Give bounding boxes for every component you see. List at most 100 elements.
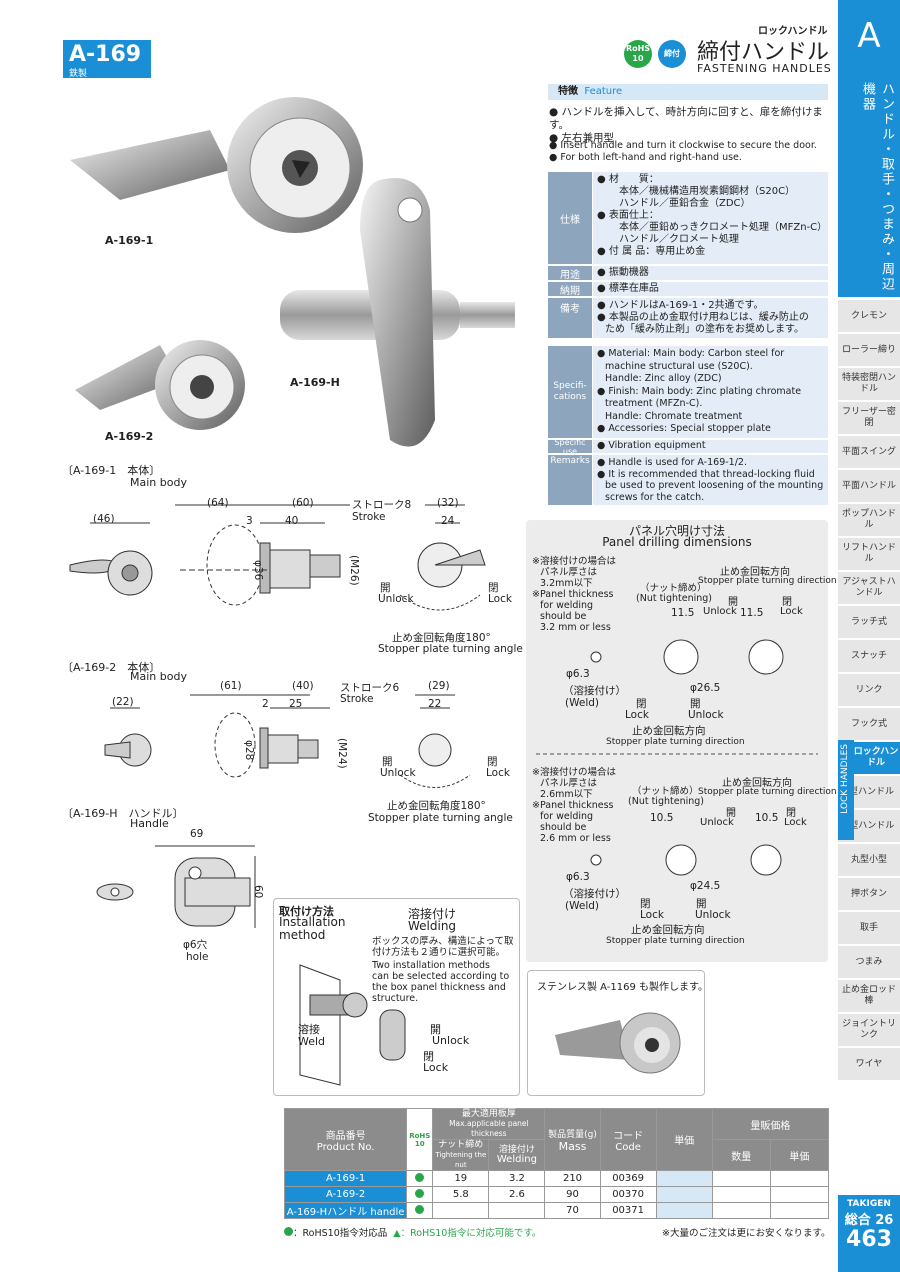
table-cell: A-169-1 [283,1170,408,1187]
s1-weld-en: (Weld) [565,697,600,709]
delivery-value-jp: ● 標準在庫品 [593,282,828,296]
sidebar-item-18[interactable]: 取手 [838,912,900,946]
d2-close-jp: 閉 [487,756,498,768]
product-code: A-169 [69,42,142,67]
s1-open-jp: 開 [728,597,738,608]
drawing-h-title-en: Handle [130,817,169,830]
drawing2-svg [104,694,471,788]
s2-open-jp: 開 [726,808,736,819]
table-cell [406,1186,434,1203]
page-title: 締付ハンドル [697,40,830,65]
sidebar-item-17[interactable]: 押ボタン [838,878,900,912]
remarks-label-jp: 備考 [548,298,592,338]
d2-close-en: Lock [486,767,510,779]
s2-dir-jp: 止め金回転方向 [722,778,792,789]
table-cell: A-169-Hハンドル handle [283,1202,408,1219]
table-cell [655,1202,713,1219]
s2-w1: 10.5 [650,812,674,824]
sidebar-item-11[interactable]: リンク [838,674,900,708]
rohs-badge-icon: RoHS 10 [624,40,652,68]
sidebar-item-0[interactable]: クレモン [838,300,900,334]
d1-open-en: Unlock [378,593,414,605]
install-svg [299,964,406,1086]
sidebar-item-3[interactable]: フリーザー密閉 [838,402,900,436]
sidebar-item-9[interactable]: ラッチ式 [838,606,900,640]
dim-32: (32) [437,497,459,509]
s1-b-dir-en: Stopper plate turning direction [606,737,745,747]
remarks-value-en: ● Handle is used for A-169-1/2. ● It is … [593,455,828,505]
feature-en-2: ● For both left-hand and right-hand use. [549,152,742,163]
sidebar-item-6[interactable]: ポップハンドル [838,504,900,538]
table-cell: 00370 [599,1186,657,1203]
th-vol: 量販価格 [711,1108,830,1140]
photo-label-a169-h: A-169-H [290,376,340,389]
s1-b-open-en: Unlock [688,709,724,721]
s2-phi-small: φ6.3 [566,871,590,883]
sidebar-item-7[interactable]: リフトハンドル [838,538,900,572]
s1-b-close-jp: 閉 [636,698,647,710]
hole-jp: φ6穴 [183,939,208,951]
table-cell [406,1170,434,1187]
legend: ：RoHS10指令対応品 ▲：RoHS10指令に対応可能です。 [284,1225,541,1239]
drawing-h-svg [96,845,256,928]
s1-dir-en: Stopper plate turning direction [698,576,837,586]
feature-list-jp: ● ハンドルを挿入して、時計方向に回すと、扉を締付けます。 ● 左右兼用型 [549,106,831,145]
install-title-en: Installation method [279,915,346,942]
spec-value-jp: ● 材 質： 本体／機械構造用炭素鋼鋼材（S20C） ハンドル／亜鉛合金（ZDC… [593,172,828,264]
sidebar-item-5[interactable]: 平面ハンドル [838,470,900,504]
use-label-en: Specific use [548,438,592,456]
stainless-note: ステンレス製 A-1169 も製作します。 [537,982,709,993]
s1-b-dir-jp: 止め金回転方向 [632,725,706,737]
sidebar-item-10[interactable]: スナッチ [838,640,900,674]
table-cell: A-169-2 [283,1186,408,1203]
sidebar-item-16[interactable]: 丸型小型 [838,844,900,878]
dim-m24: (M24) [336,738,348,769]
table-cell [655,1186,713,1203]
d2-angle-en: Stopper plate turning angle [368,812,513,824]
sidebar-item-20[interactable]: 止め金ロッド棒 [838,980,900,1014]
drawing1-title-en: Main body [130,476,187,489]
sidebar-item-12[interactable]: フック式 [838,708,900,742]
s1-phi-small: φ6.3 [566,668,590,680]
spec-label-jp: 仕様 [548,172,592,264]
d1-angle-jp: 止め金回転角度180° [392,632,491,644]
page-footer-badge: TAKIGEN 総合 26 463 [838,1195,900,1272]
remarks-label-en: Remarks [548,455,592,505]
category-label: ロックハンドル [758,26,828,37]
table-cell [432,1202,490,1219]
table-cell: 5.8 [432,1186,490,1203]
spec-label-en: Specifi-cations [548,346,592,438]
use-value-en: ● Vibration equipment [593,440,828,453]
table-cell [711,1170,771,1187]
photo-label-a169-2: A-169-2 [105,430,154,443]
sidebar-item-4[interactable]: 平面スイング [838,436,900,470]
s2-b-close-en: Lock [640,909,664,921]
dim-60: (60) [292,497,314,509]
product-badge: A-169 鉄製 [63,40,151,79]
s1-w1: 11.5 [671,607,695,619]
dim-69: 69 [190,828,204,840]
sidebar-item-21[interactable]: ジョイントリンク [838,1014,900,1048]
table-cell: 210 [544,1170,601,1187]
table-cell [769,1202,830,1219]
drawing-h-title: 〔A-169-H ハンドル〕 [62,807,184,820]
install-weld-jp: 溶接付け [408,907,457,921]
sidebar-item-2[interactable]: 特装密閉ハンドル [838,368,900,402]
dim-22b: 22 [428,698,442,710]
table-cell: 00369 [599,1170,657,1187]
stroke6-en: Stroke [340,693,374,705]
d1-close-en: Lock [488,593,512,605]
sidebar-item-1[interactable]: ローラー締り [838,334,900,368]
sidebar-item-8[interactable]: アジャストハンドル [838,572,900,606]
sidebar-item-19[interactable]: つまみ [838,946,900,980]
section-title-block: ハンドル・取手・つまみ・周辺機器 [838,72,900,297]
dim-25: 25 [289,698,303,710]
stroke8-jp: ストローク8 [352,499,412,511]
s2-b-open-jp: 開 [696,898,707,910]
d1-open-jp: 開 [380,582,391,594]
sidebar-item-22[interactable]: ワイヤ [838,1048,900,1082]
s1-dir-jp: 止め金回転方向 [720,567,790,578]
